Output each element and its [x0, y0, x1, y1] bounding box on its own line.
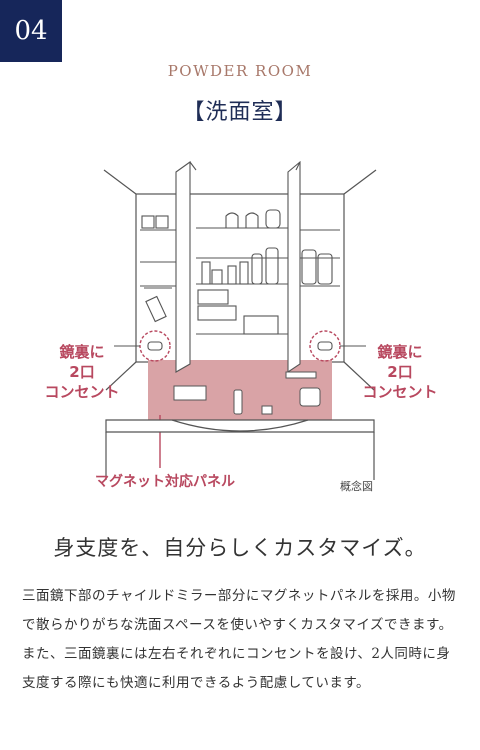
callout-magnet-panel: マグネット対応パネル	[95, 474, 235, 490]
section-number-badge: 04	[0, 0, 62, 62]
outlet-circle-right	[309, 330, 341, 362]
callout-right-outlet: 鏡裏に 2口 コンセント	[352, 342, 448, 402]
callout-left-outlet: 鏡裏に 2口 コンセント	[38, 342, 126, 402]
outlet-circle-left	[139, 330, 171, 362]
body-text: 三面鏡下部のチャイルドミラー部分にマグネットパネルを採用。小物で散らかりがちな洗…	[22, 588, 456, 691]
callout-right-line-2: 2口	[387, 363, 413, 381]
headline: 身支度を、自分らしくカスタマイズ。	[53, 536, 427, 560]
concept-diagram-note: 概念図	[340, 480, 373, 493]
callout-right-line-3: コンセント	[362, 383, 438, 401]
section-title-en: POWDER ROOM	[167, 62, 313, 80]
section-title-ja: 【洗面室】	[182, 100, 298, 125]
vanity-illustration	[103, 160, 377, 480]
callout-right-line-1: 鏡裏に	[377, 343, 423, 361]
callout-left-line-3: コンセント	[44, 383, 120, 401]
callout-left-line-1: 鏡裏に	[59, 343, 105, 361]
callout-left-line-2: 2口	[69, 363, 95, 381]
